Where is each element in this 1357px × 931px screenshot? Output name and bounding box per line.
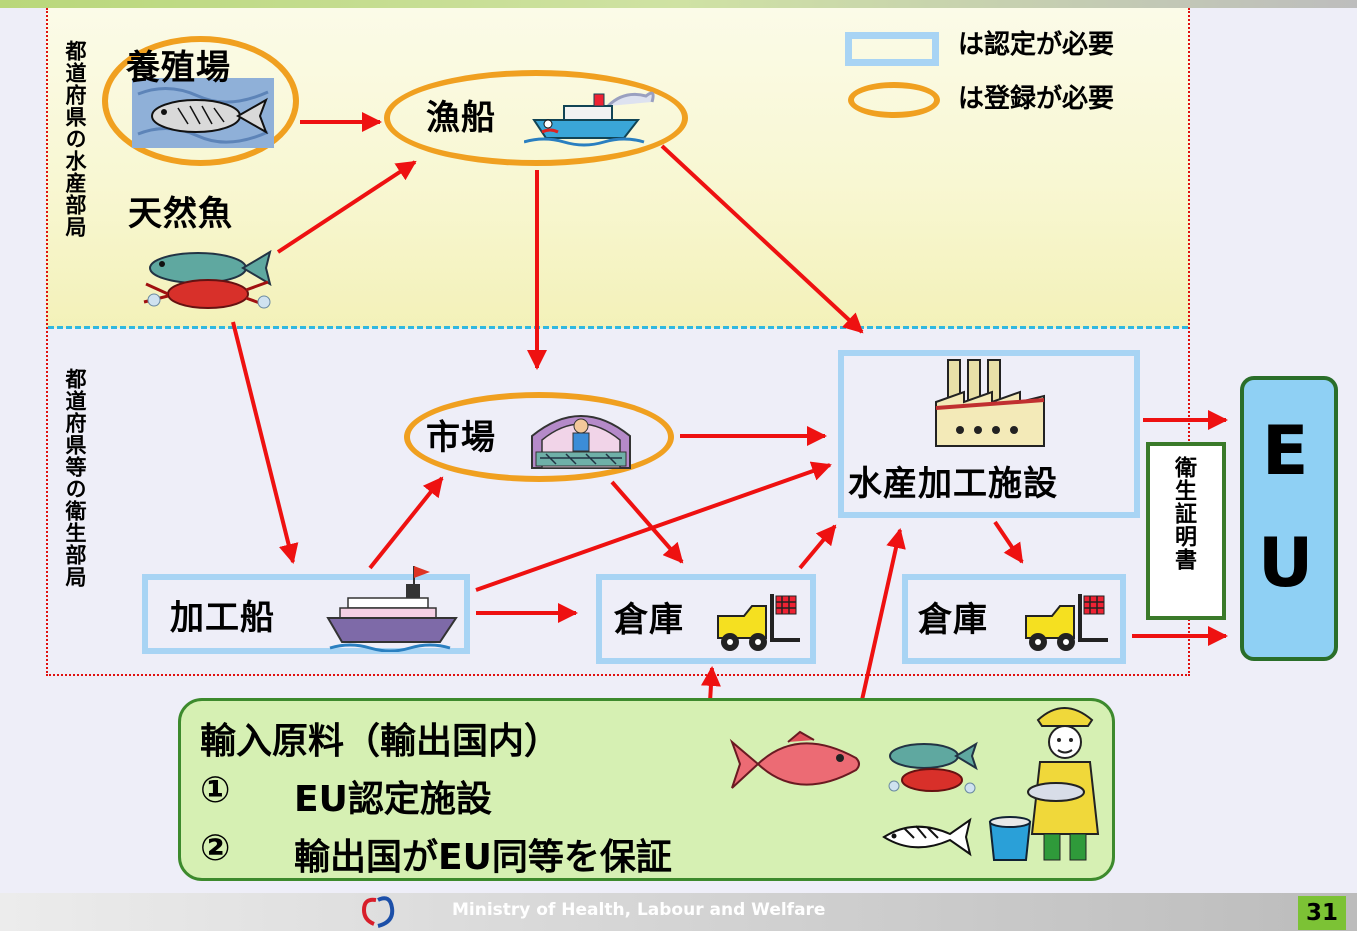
- page-number: 31: [1298, 896, 1346, 930]
- arrow-import-to-plant: [860, 528, 906, 701]
- eu-letter-e: E: [1262, 412, 1309, 491]
- fishing-boat-oval: [384, 70, 688, 166]
- ministry-name: Ministry of Health, Labour and Welfare: [452, 900, 826, 920]
- warehouse-2-box: [902, 574, 1126, 664]
- imports-item1-text: EU認定施設: [294, 779, 492, 820]
- legend-rect-swatch: [845, 32, 939, 66]
- health-certificate-label: 衛生証明書: [1171, 456, 1196, 571]
- health-certificate-box: [1146, 442, 1226, 620]
- health-department-label: 都道府県等の衛生部局: [63, 368, 87, 588]
- zone-divider: [48, 326, 1188, 329]
- arrow-boat-to-plant: [660, 144, 864, 334]
- red-sea-bream-icon: [729, 730, 860, 789]
- warehouse-1-label: 倉庫: [614, 600, 684, 640]
- forklift-icon: [717, 594, 800, 651]
- processing-plant-label: 水産加工施設: [848, 464, 1058, 504]
- imports-item2-text: 輸出国がEU同等を保証: [294, 837, 672, 878]
- factory-ship-icon: [326, 566, 458, 652]
- warehouse-1-box: [596, 574, 816, 664]
- arrow-plant-to-warehouse2: [993, 520, 1024, 564]
- farmed-fish-icon: [132, 78, 274, 148]
- aquaculture-oval: [102, 36, 299, 166]
- warehouse-2-label: 倉庫: [918, 600, 988, 640]
- fisheries-department-label: 都道府県の水産部局: [63, 40, 87, 238]
- processing-ship-label: 加工船: [170, 598, 275, 638]
- mackerel-icon: [882, 817, 972, 857]
- arrow-ship-to-market: [368, 476, 444, 570]
- ministry-logo-icon: [361, 896, 395, 928]
- forklift-icon: [1025, 594, 1108, 651]
- arrow-wildfish-to-boat: [276, 160, 417, 254]
- fishing-boat-label: 漁船: [426, 98, 496, 138]
- imports-item1-number: ①: [200, 770, 231, 811]
- fisherman-icon: [1027, 707, 1100, 861]
- imports-title: 輸入原料（輸出国内）: [200, 721, 561, 762]
- eu-box: [1240, 376, 1338, 661]
- eu-letter-u: U: [1258, 524, 1314, 603]
- market-oval: [404, 392, 674, 482]
- wild-fish-lobster-icon: [143, 249, 272, 309]
- arrow-market-to-warehouse: [610, 480, 684, 564]
- legend-oval-swatch: [848, 82, 940, 118]
- bucket-icon: [988, 816, 1032, 861]
- factory-icon: [935, 359, 1045, 447]
- processing-ship-box: [142, 574, 470, 654]
- market-label: 市場: [426, 418, 496, 458]
- legend-registration-text: は登録が必要: [958, 84, 1115, 114]
- top-band: [0, 0, 1357, 8]
- aquaculture-label: 養殖場: [126, 48, 231, 88]
- footer-bar: [0, 893, 1357, 931]
- imports-item2-number: ②: [200, 828, 231, 869]
- wild-fish-label: 天然魚: [128, 194, 233, 234]
- fish-lobster-icon: [888, 741, 978, 794]
- imported-raw-materials-box: [178, 698, 1115, 881]
- arrow-wildfish-to-ship: [231, 321, 299, 564]
- fishing-boat-icon: [524, 91, 655, 147]
- arrow-warehouse-to-plant: [798, 524, 837, 570]
- domestic-frame: [46, 8, 1190, 676]
- arrow-import-to-warehouse: [700, 666, 721, 703]
- legend-certification-text: は認定が必要: [958, 30, 1115, 60]
- processing-plant-box: [838, 350, 1140, 518]
- fish-market-icon: [531, 415, 631, 469]
